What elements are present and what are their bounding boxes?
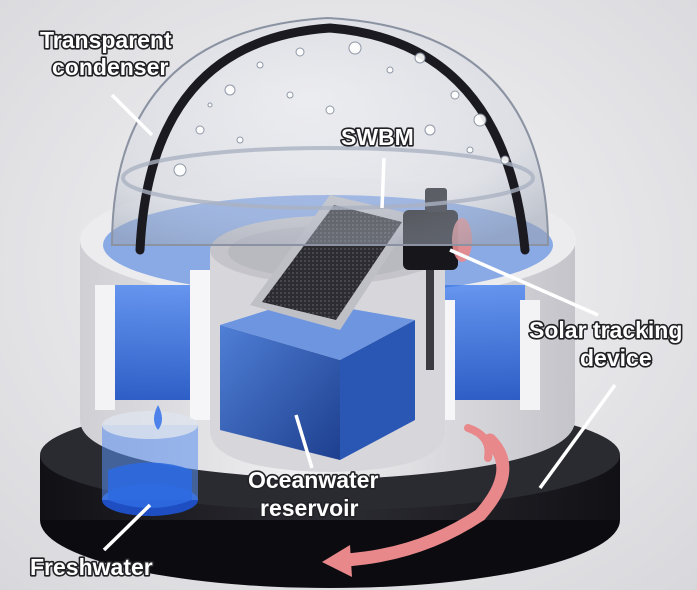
freshwater-cup: [102, 405, 198, 516]
label-oceanwater-reservoir-line1: Oceanwater: [248, 467, 378, 493]
oceanwater-reservoir-box: [220, 300, 415, 460]
rotation-arrows: [322, 424, 510, 577]
label-transparent-condenser-line2: condenser: [52, 54, 168, 80]
label-swbm: SWBM: [341, 124, 414, 150]
condensation-droplets: [173, 41, 510, 177]
leader-lines: [102, 93, 617, 552]
label-solar-tracking-device-line1: Solar tracking: [529, 317, 682, 343]
label-solar-tracking-device-line2: device: [580, 345, 652, 371]
label-freshwater-line1: Freshwater: [30, 554, 153, 580]
label-oceanwater-reservoir: Oceanwater reservoir: [248, 467, 385, 521]
transparent-dome: [110, 16, 550, 255]
label-freshwater: Freshwater: [30, 554, 153, 580]
label-transparent-condenser: Transparent condenser: [40, 27, 178, 80]
label-swbm-line1: SWBM: [341, 124, 414, 150]
label-transparent-condenser-line1: Transparent: [40, 27, 172, 53]
label-solar-tracking-device: Solar tracking device: [529, 317, 689, 371]
label-oceanwater-reservoir-line2: reservoir: [260, 495, 359, 521]
